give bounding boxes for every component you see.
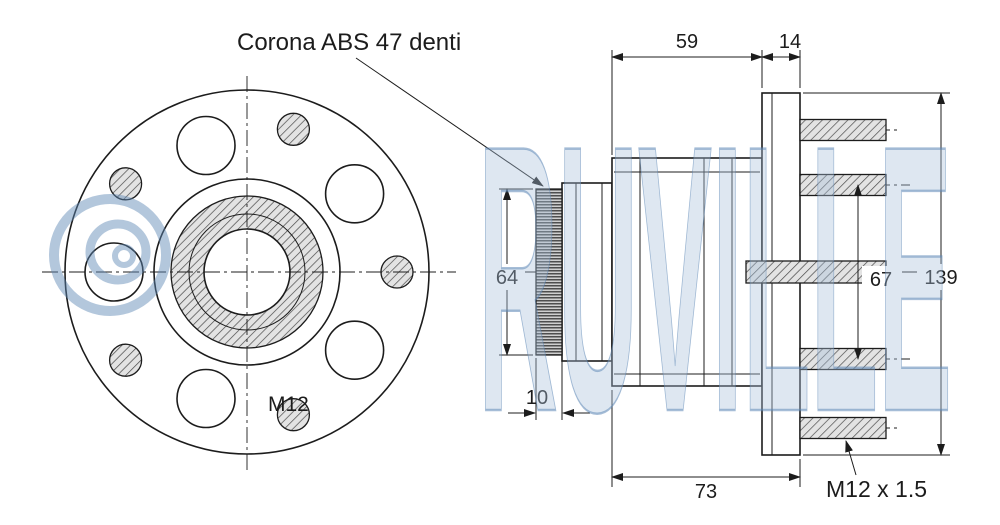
annotations: Corona ABS 47 denti M12 x 1.5 bbox=[237, 29, 927, 502]
service-hole bbox=[108, 167, 143, 201]
service-hole bbox=[276, 112, 311, 146]
dim-label-14: 14 bbox=[779, 31, 801, 53]
bearing-housing bbox=[611, 157, 763, 387]
brand-logo-swirl bbox=[85, 219, 151, 285]
stud-thread-leader bbox=[845, 440, 857, 476]
dimensions: 59 14 64 67 139 10 73 bbox=[489, 31, 965, 503]
dim-label-73: 73 bbox=[695, 481, 717, 503]
inner-ring bbox=[561, 182, 613, 362]
abs-annotation-label: Corona ABS 47 denti bbox=[237, 29, 461, 56]
bolt-hole bbox=[324, 164, 385, 224]
dim-label-10: 10 bbox=[526, 387, 548, 409]
dim-label-bg bbox=[489, 264, 525, 290]
hub-bolt-label: M12 bbox=[268, 393, 309, 416]
watermark: RUVILLE bbox=[49, 65, 953, 492]
bolt-hole bbox=[324, 320, 385, 381]
brand-watermark-text: RUVILLE bbox=[478, 66, 952, 491]
dim-label-bg bbox=[917, 264, 965, 290]
side-view bbox=[497, 92, 955, 456]
dim-label-59: 59 bbox=[676, 31, 698, 53]
dim-label-67: 67 bbox=[870, 269, 892, 291]
bolt-hole bbox=[176, 115, 236, 176]
dim-label-139: 139 bbox=[924, 267, 957, 289]
wheel-stud bbox=[799, 347, 887, 371]
dim-label-bg bbox=[862, 266, 900, 292]
bolt-hole bbox=[176, 368, 236, 429]
service-hole bbox=[276, 398, 311, 432]
abs-tone-ring bbox=[535, 188, 563, 356]
stud-thread-label: M12 x 1.5 bbox=[826, 476, 927, 502]
wheel-stud bbox=[799, 118, 887, 142]
brand-logo-ring bbox=[49, 194, 171, 316]
dim-label-64: 64 bbox=[496, 267, 518, 289]
abs-annotation-leader bbox=[355, 57, 544, 187]
brand-logo-core bbox=[112, 244, 136, 268]
front-view: M12 bbox=[42, 76, 456, 470]
service-hole bbox=[108, 343, 143, 377]
wheel-stud bbox=[799, 173, 887, 197]
wheel-stud bbox=[799, 416, 887, 440]
